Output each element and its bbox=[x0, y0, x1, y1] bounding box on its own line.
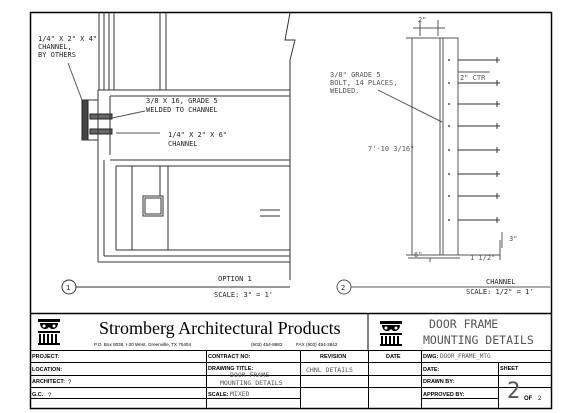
drawing-title-label: DRAWING TITLE: bbox=[208, 366, 253, 372]
title-block bbox=[30, 312, 551, 408]
detail-channel-text: 2" 3/8" GRADE 5 BOLT, 14 PLACES, WELDED.… bbox=[330, 16, 533, 296]
sheet-title-line-1: DOOR FRAME bbox=[429, 317, 498, 331]
revision-label: REVISION bbox=[320, 354, 346, 360]
note-bolt-grade-2: BOLT, 14 PLACES, bbox=[330, 79, 397, 87]
architect-value: ? bbox=[68, 380, 72, 386]
detail-title-channel: CHANNEL bbox=[486, 278, 516, 286]
note-bolt-grade-1: 3/8" GRADE 5 bbox=[330, 71, 381, 79]
sheet-border bbox=[29, 11, 553, 410]
drawing-title-value-1: DOOR FRAME bbox=[230, 371, 269, 379]
detail-option-1-text: 1/4" X 2" X 4" CHANNEL, BY OTHERS 3/8 X … bbox=[38, 35, 273, 299]
sheet-title-line-2: MOUNTING DETAILS bbox=[423, 333, 534, 347]
date-column-label: DATE bbox=[386, 354, 401, 360]
note-channel-by-others-1: 1/4" X 2" X 4" bbox=[38, 35, 97, 43]
dim-base: 6" bbox=[414, 251, 422, 259]
gc-label: G.C. bbox=[32, 392, 44, 398]
location-label: LOCATION: bbox=[32, 367, 62, 373]
dim-right: 3" bbox=[509, 235, 517, 243]
drawn-by-label: DRAWN BY: bbox=[423, 379, 455, 385]
dwg-label: DWG: bbox=[423, 354, 438, 360]
drawing-title-value-2: MOUNTING DETAILS bbox=[220, 379, 283, 387]
detail-title-option-1: OPTION 1 bbox=[218, 275, 252, 283]
detail-scale-channel: SCALE: 1/2" = 1' bbox=[466, 288, 533, 296]
contract-label: CONTRACT NO: bbox=[208, 354, 251, 360]
scale-value: MIXED bbox=[230, 390, 250, 398]
sheet-of-label: OF bbox=[524, 396, 533, 402]
detail-option-1 bbox=[61, 12, 296, 295]
revision-value: CHNL DETAILS bbox=[306, 366, 353, 374]
title-block-text: Stromberg Architectural Products P.O. Bo… bbox=[32, 317, 542, 404]
dim-side: 1 1/2" bbox=[470, 254, 495, 262]
date-label: DATE: bbox=[423, 367, 440, 373]
dim-ctr: 2" CTR bbox=[460, 74, 486, 82]
dim-top: 2" bbox=[418, 16, 426, 24]
scale-label: SCALE: bbox=[208, 392, 229, 398]
dim-height: 7'-10 3/16" bbox=[368, 145, 414, 153]
sheet-total: 2 bbox=[538, 396, 542, 402]
detail-channel bbox=[336, 20, 550, 295]
company-address: P.O. Box 8036, I-30 West, Greenville, TX… bbox=[94, 342, 191, 347]
note-bolt-grade-3: WELDED. bbox=[330, 87, 360, 95]
detail-bubble-1: 1 bbox=[66, 284, 70, 292]
sheet-label: SHEET bbox=[500, 366, 519, 372]
note-channel-1: 1/4" X 2" X 6" bbox=[168, 131, 227, 139]
note-channel-by-others-3: BY OTHERS bbox=[38, 51, 76, 59]
detail-bubble-2: 2 bbox=[341, 284, 345, 292]
company-logo-icon bbox=[38, 319, 60, 345]
detail-scale-option-1: SCALE: 3" = 1' bbox=[214, 291, 273, 299]
project-label: PROJECT: bbox=[32, 354, 59, 360]
gc-value: ? bbox=[48, 393, 52, 399]
company-logo-right-icon bbox=[380, 321, 402, 346]
note-channel-by-others-2: CHANNEL, bbox=[38, 43, 72, 51]
architect-label: ARCHITECT: bbox=[32, 379, 65, 385]
note-bolt-1: 3/8 X 16, GRADE 5 bbox=[146, 97, 218, 105]
approved-by-label: APPROVED BY: bbox=[423, 392, 465, 398]
company-fax: FAX (903) 454-3642 bbox=[296, 342, 338, 347]
note-bolt-2: WELDED TO CHANNEL bbox=[146, 106, 218, 114]
sheet-number: 2 bbox=[507, 379, 520, 404]
company-name: Stromberg Architectural Products bbox=[99, 318, 341, 338]
dwg-value: DOOR_FRAME_MTG bbox=[440, 353, 491, 360]
company-phone: (903) 454-8682 bbox=[251, 342, 283, 347]
note-channel-2: CHANNEL bbox=[168, 140, 198, 148]
